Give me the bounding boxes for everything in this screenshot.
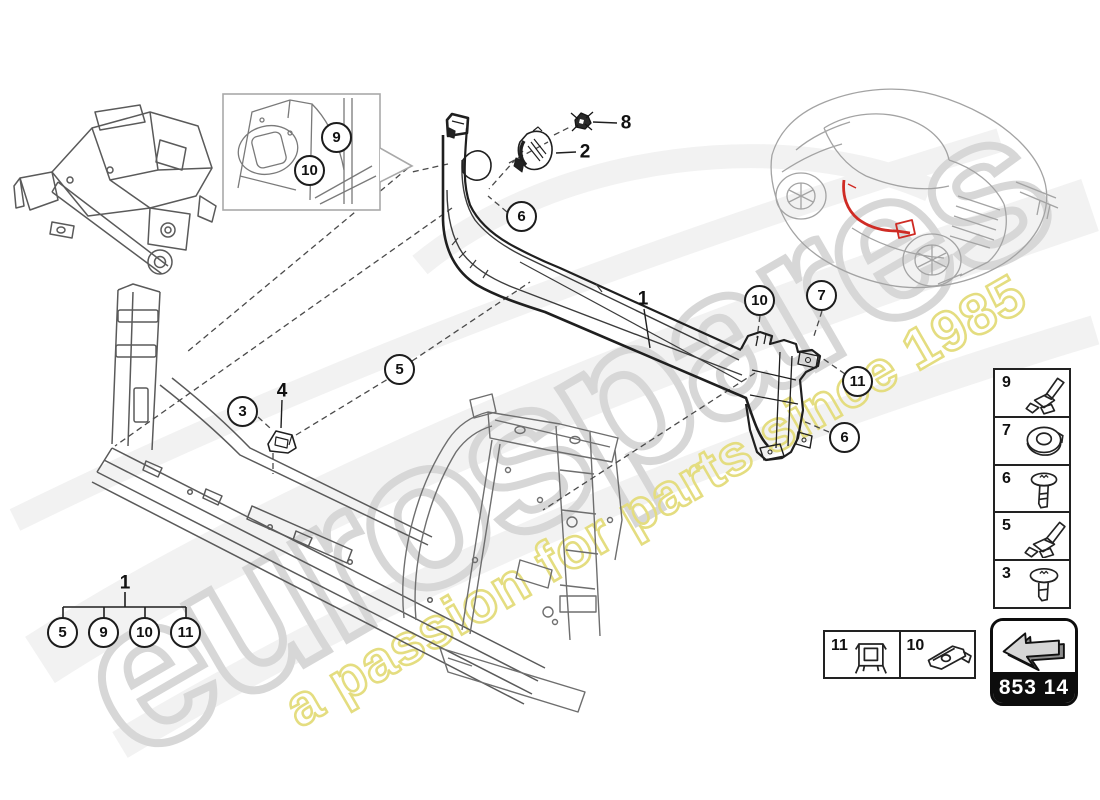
callout-10-inset[interactable]: 10 (294, 155, 325, 186)
inset-detail-box (222, 93, 414, 211)
legend-cell-11[interactable]: 11 (825, 632, 899, 677)
leader-lines-dashed (114, 125, 846, 511)
callout-10-end[interactable]: 10 (744, 285, 775, 316)
legend-cell-5[interactable]: 5 (995, 511, 1069, 560)
body-frame-art (13, 104, 546, 705)
legend-cell-5-label: 5 (1002, 517, 1011, 535)
legend-cell-3[interactable]: 3 (995, 559, 1069, 607)
legend-cell-7[interactable]: 7 (995, 415, 1069, 464)
legend-cell-10[interactable]: 10 (898, 632, 974, 677)
clip-legend-box: 11 10 (823, 630, 976, 679)
label-leader-lines (280, 121, 651, 429)
grommet-icon (1026, 426, 1064, 456)
label-8[interactable]: 8 (620, 112, 632, 134)
callout-3[interactable]: 3 (227, 396, 258, 427)
wedge-clip-icon (1024, 521, 1066, 559)
callout-9-inset[interactable]: 9 (321, 122, 352, 153)
part-group-badge[interactable]: 853 14 (990, 618, 1078, 706)
direction-arrow-icon (1002, 631, 1065, 671)
callout-5[interactable]: 5 (384, 354, 415, 385)
bracket-icon (927, 645, 972, 670)
highlighted-sill-part (842, 179, 916, 239)
wedge-clip-icon (1025, 377, 1065, 415)
car-location-icon (770, 88, 1059, 289)
legend-cell-3-label: 3 (1002, 565, 1011, 583)
screw-icon (1030, 472, 1058, 509)
legend-cell-9-label: 9 (1002, 374, 1011, 391)
part-8-clip-art (570, 111, 594, 132)
legend-cell-9[interactable]: 9 (995, 370, 1069, 416)
group-callout-10[interactable]: 10 (129, 617, 160, 648)
label-2[interactable]: 2 (579, 141, 591, 163)
callout-6-end[interactable]: 6 (829, 422, 860, 453)
group-tree-lines (62, 592, 187, 618)
group-callout-5[interactable]: 5 (47, 617, 78, 648)
callout-11-end[interactable]: 11 (842, 366, 873, 397)
retainer-clip-icon (854, 643, 887, 674)
label-4[interactable]: 4 (276, 380, 288, 402)
screw-icon (1029, 568, 1059, 602)
callout-7-end[interactable]: 7 (806, 280, 837, 311)
badge-arrow-area (993, 621, 1075, 672)
legend-cell-6[interactable]: 6 (995, 463, 1069, 512)
part-2-bracket-art (513, 126, 553, 173)
legend-cell-11-label: 11 (831, 637, 848, 654)
group-parent-label-1[interactable]: 1 (119, 572, 131, 594)
sill-panel-art (441, 112, 822, 462)
wheel-housing-art (402, 393, 623, 713)
part-group-code: 853 14 (993, 672, 1075, 703)
legend-cell-7-label: 7 (1002, 421, 1011, 439)
label-1-sill[interactable]: 1 (637, 288, 649, 310)
legend-cell-10-label: 10 (906, 637, 925, 654)
callout-6-sill-front[interactable]: 6 (506, 201, 537, 232)
group-callout-9[interactable]: 9 (88, 617, 119, 648)
group-callout-11[interactable]: 11 (170, 617, 201, 648)
part-4-bracket-art (267, 430, 297, 454)
legend-cell-6-label: 6 (1002, 469, 1011, 487)
fastener-legend-sidebar: 9 7 6 (993, 368, 1071, 609)
